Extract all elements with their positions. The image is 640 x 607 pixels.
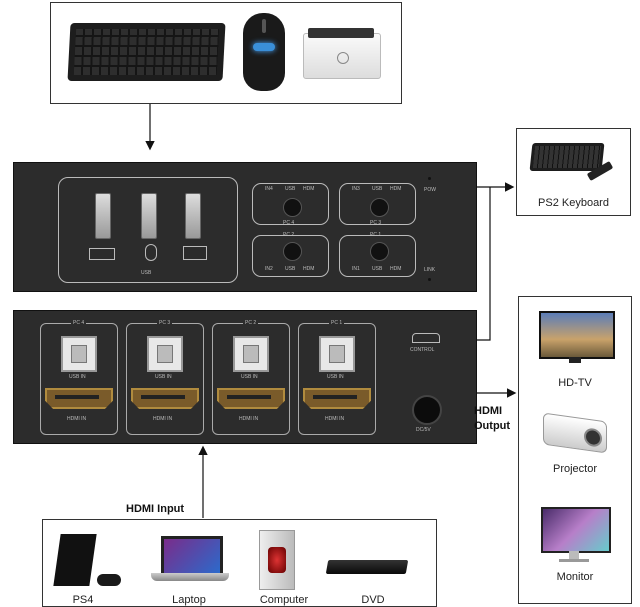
pc-label: PC 1	[329, 320, 345, 326]
pc4-port-group: PC 4 USB IN HDMI IN	[40, 320, 118, 435]
pow-label: POW	[424, 187, 436, 193]
laptop-icon	[161, 536, 223, 576]
usb-led-label: USB	[372, 186, 383, 192]
control-port[interactable]	[412, 333, 440, 343]
pc2-port-group: PC 2 USB IN HDMI IN	[212, 320, 290, 435]
ps4-icon	[53, 534, 97, 586]
hdmi-in-port[interactable]	[131, 388, 199, 409]
pc1-port-group: PC 1 USB IN HDMI IN	[298, 320, 376, 435]
device-label: Laptop	[172, 594, 206, 606]
output-label: Monitor	[556, 571, 594, 583]
control-label: CONTROL	[410, 347, 435, 353]
pc-label: PC 4	[71, 320, 87, 326]
device-label: PS4	[72, 594, 94, 606]
mouse-icon	[243, 13, 285, 91]
monitor-icon	[541, 507, 611, 553]
pc2-button-group: PC 2 IN2 USB HDM	[252, 232, 329, 277]
peripherals-box	[50, 2, 402, 104]
pc-label: PC 1	[370, 232, 382, 238]
usb-b-port[interactable]	[61, 336, 97, 372]
usb-b-port[interactable]	[319, 336, 355, 372]
tv-icon	[539, 311, 615, 359]
usb-led-label: USB	[285, 186, 296, 192]
hdmi-output-line1: HDMI	[474, 405, 503, 417]
computer-icon	[259, 530, 295, 590]
ps2-keyboard-label: PS2 Keyboard	[538, 197, 609, 209]
kvm-front-panel: USB IN4 USB HDM PC 4 IN3 USB HDM PC 3 PO…	[13, 162, 477, 292]
printer-symbol-icon	[183, 246, 207, 260]
dc-power-jack[interactable]	[412, 395, 442, 425]
pc1-button-group: PC 1 IN1 USB HDM	[339, 232, 416, 277]
device-label: Computer	[259, 594, 309, 606]
hdmi-in-port[interactable]	[303, 388, 371, 409]
usb-port-2[interactable]	[141, 193, 157, 239]
hdmi-output-line2: Output	[474, 420, 511, 432]
pc-label: PC 3	[370, 220, 382, 226]
usb-in-label: USB IN	[327, 374, 344, 380]
hdmi-in-label: HDMI IN	[153, 416, 173, 422]
dc-label: DC/5V	[416, 427, 431, 433]
in-label: IN1	[352, 266, 360, 272]
pc3-port-group: PC 3 USB IN HDMI IN	[126, 320, 204, 435]
hdmi-output-title: HDMI Output	[474, 404, 510, 434]
ps2-keyboard-box: PS2 Keyboard	[516, 128, 631, 216]
hdm-label: HDM	[390, 266, 402, 272]
usb-b-port[interactable]	[147, 336, 183, 372]
kvm-back-panel: PC 4 USB IN HDMI IN PC 3 USB IN HDMI IN …	[13, 310, 477, 444]
usb-port-1[interactable]	[95, 193, 111, 239]
usb-port-area: USB	[58, 177, 238, 283]
link-led	[428, 278, 431, 281]
mouse-symbol-icon	[145, 244, 157, 261]
pc-label: PC 2	[283, 232, 295, 238]
hdmi-in-label: HDMI IN	[239, 416, 259, 422]
usb-label: USB	[141, 270, 152, 276]
pc3-button-group: IN3 USB HDM PC 3	[339, 183, 416, 226]
pc3-select-button[interactable]	[370, 198, 389, 217]
pc-label: PC 3	[157, 320, 173, 326]
pc1-select-button[interactable]	[370, 242, 389, 261]
hdmi-in-label: HDMI IN	[67, 416, 87, 422]
outputs-box: HD-TV Projector Monitor	[518, 296, 632, 604]
pc4-button-group: IN4 USB HDM PC 4	[252, 183, 329, 226]
hdmi-input-box: PS4 Laptop Computer DVD	[42, 519, 437, 607]
keyboard-icon	[67, 23, 226, 81]
pc-label: PC 2	[243, 320, 259, 326]
device-label: DVD	[361, 594, 385, 606]
keyboard-icon	[529, 143, 605, 171]
output-label: HD-TV	[558, 377, 592, 389]
projector-icon	[543, 412, 607, 454]
usb-led-label: USB	[372, 266, 383, 272]
pow-led	[428, 177, 431, 180]
printer-icon	[303, 28, 381, 79]
hdm-label: HDM	[303, 186, 315, 192]
usb-in-label: USB IN	[69, 374, 86, 380]
keyboard-symbol-icon	[89, 248, 115, 260]
hdmi-input-title: HDMI Input	[126, 503, 185, 515]
output-label: Projector	[552, 463, 598, 475]
hdm-label: HDM	[303, 266, 315, 272]
link-label: LINK	[424, 267, 436, 273]
usb-in-label: USB IN	[241, 374, 258, 380]
hdmi-in-port[interactable]	[45, 388, 113, 409]
in-label: IN2	[265, 266, 273, 272]
usb-in-label: USB IN	[155, 374, 172, 380]
in-label: IN4	[265, 186, 273, 192]
hdm-label: HDM	[390, 186, 402, 192]
usb-led-label: USB	[285, 266, 296, 272]
pc4-select-button[interactable]	[283, 198, 302, 217]
hdmi-in-port[interactable]	[217, 388, 285, 409]
in-label: IN3	[352, 186, 360, 192]
pc-label: PC 4	[283, 220, 295, 226]
dvd-icon	[325, 560, 409, 574]
usb-b-port[interactable]	[233, 336, 269, 372]
pc2-select-button[interactable]	[283, 242, 302, 261]
hdmi-in-label: HDMI IN	[325, 416, 345, 422]
usb-port-3[interactable]	[185, 193, 201, 239]
